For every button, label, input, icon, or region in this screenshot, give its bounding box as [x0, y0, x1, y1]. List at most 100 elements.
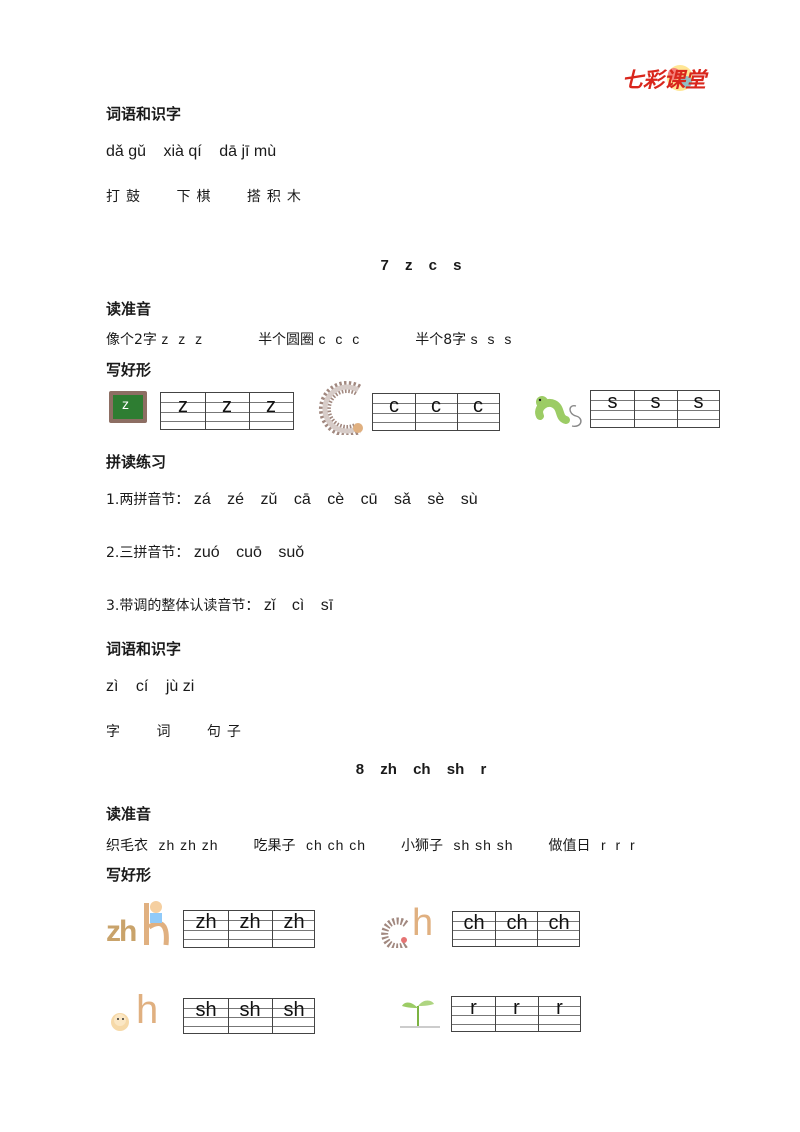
read-hanzi: 吃果子	[253, 838, 296, 854]
title-letter: z	[404, 257, 413, 274]
lesson-8-title: 8 zh ch sh r	[0, 761, 800, 778]
practice-line-1: 1.两拼音节： zá zé zǔ cā cè cū sǎ sè sù	[106, 489, 490, 509]
grid-letter: r	[513, 997, 520, 1019]
ch-illustration: h	[380, 900, 440, 951]
title-letter: zh	[380, 761, 397, 778]
read-line: 织毛衣 zh zh zh 吃果子 ch ch ch 小狮子 sh sh sh 做…	[106, 835, 638, 855]
read-pinyin: z z z	[161, 331, 206, 347]
pinyin-word: jù zi	[165, 678, 195, 695]
ch-illustration-letter: h	[412, 902, 434, 944]
lesson-number: 7	[380, 257, 389, 274]
grid-letter: zh	[283, 911, 305, 933]
practice-label: 2.三拼音节：	[106, 545, 190, 561]
four-line-grid: r r r	[451, 996, 581, 1032]
pinyin-row: dǎ gǔ xià qí dā jī mù	[106, 143, 289, 161]
section-heading-read: 读准音	[106, 300, 152, 318]
chalkboard-letter: z	[122, 396, 129, 412]
grid-letter: s	[650, 391, 661, 413]
grid-letter: ch	[548, 912, 570, 934]
pinyin-word: zì	[106, 678, 119, 695]
read-pinyin: ch ch ch	[305, 837, 367, 853]
hanzi-row: 字 词 句子	[106, 721, 267, 741]
four-line-grid: z z z	[160, 392, 294, 430]
four-line-grid: zh zh zh	[183, 910, 315, 948]
hanzi-word: 搭积木	[246, 189, 307, 205]
practice-label: 3.带调的整体认读音节：	[106, 598, 260, 614]
read-hanzi: 像个2字	[106, 332, 157, 348]
syllable: cū	[360, 491, 378, 508]
section-heading-practice: 拼读练习	[106, 453, 167, 471]
hedgehog-illustration	[318, 380, 368, 437]
hanzi-word: 句子	[206, 724, 247, 740]
section-heading-words: 词语和识字	[106, 105, 182, 123]
title-letter: c	[428, 257, 437, 274]
hanzi-word: 字	[106, 724, 126, 740]
syllable: zǐ	[263, 597, 276, 614]
syllable: zá	[193, 491, 211, 508]
read-hanzi: 半个圆圈	[258, 332, 315, 348]
grid-letter: z	[178, 395, 188, 417]
section-heading-words: 词语和识字	[106, 640, 182, 658]
title-letter: sh	[446, 761, 465, 778]
pinyin-word: dǎ gǔ	[106, 143, 147, 160]
sh-illustration-letter: h	[136, 988, 159, 1032]
grid-letter: zh	[239, 911, 261, 933]
logo-text: 七彩课堂	[622, 68, 706, 92]
section-heading-write: 写好形	[106, 866, 152, 884]
syllable: cā	[293, 491, 311, 508]
hanzi-word: 打鼓	[106, 189, 146, 205]
pinyin-word: cí	[135, 678, 149, 695]
syllable: sī	[320, 597, 334, 614]
title-letter: r	[480, 761, 487, 778]
grid-letter: c	[431, 395, 441, 417]
syllable: zuó	[193, 544, 220, 561]
chalkboard-illustration: z	[108, 390, 148, 424]
grid-letter: r	[556, 997, 563, 1019]
hanzi-row: 打鼓 下棋 搭积木	[106, 186, 327, 206]
zh-illustration-letters: zh	[106, 915, 137, 948]
sprout-illustration	[396, 994, 444, 1030]
four-line-grid: c c c	[372, 393, 500, 431]
read-line: 像个2字 z z z 半个圆圈 c c c 半个8字 s s s	[106, 329, 514, 349]
section-heading-read: 读准音	[106, 805, 152, 823]
read-hanzi: 半个8字	[415, 332, 467, 348]
four-line-grid: ch ch ch	[452, 911, 580, 947]
pinyin-row: zì cí jù zi	[106, 678, 207, 696]
pinyin-word: xià qí	[163, 143, 202, 160]
pinyin-word: dā jī mù	[219, 143, 277, 160]
syllable: zǔ	[260, 491, 278, 508]
grid-letter: r	[470, 997, 477, 1019]
brand-logo: 七彩课堂	[622, 58, 732, 98]
sh-illustration: h	[106, 988, 168, 1038]
hanzi-word: 下棋	[176, 189, 217, 205]
read-pinyin: sh sh sh	[453, 837, 514, 853]
read-pinyin: zh zh zh	[158, 837, 219, 853]
grid-letter: zh	[195, 911, 217, 933]
grid-letter: ch	[463, 912, 485, 934]
read-pinyin: r r r	[600, 837, 638, 853]
grid-letter: sh	[283, 999, 305, 1021]
practice-line-2: 2.三拼音节： zuó cuō suǒ	[106, 542, 316, 562]
read-pinyin: c c c	[318, 331, 363, 347]
section-heading-write: 写好形	[106, 361, 152, 379]
syllable: sè	[427, 491, 445, 508]
practice-label: 1.两拼音节：	[106, 492, 190, 508]
syllable: zé	[227, 491, 245, 508]
grid-letter: s	[693, 391, 704, 413]
lesson-number: 8	[355, 761, 365, 778]
four-line-grid: s s s	[590, 390, 720, 428]
read-hanzi: 小狮子	[401, 838, 443, 854]
grid-letter: s	[607, 391, 618, 413]
syllable: cuō	[236, 544, 262, 561]
read-hanzi: 织毛衣	[106, 838, 148, 854]
syllable: sù	[460, 491, 478, 508]
title-letter: ch	[413, 761, 431, 778]
worm-illustration	[532, 386, 584, 432]
grid-letter: c	[389, 395, 399, 417]
grid-letter: z	[222, 395, 232, 417]
read-pinyin: s s s	[470, 331, 515, 347]
lesson-7-title: 7 z c s	[0, 257, 800, 274]
grid-letter: c	[473, 395, 483, 417]
syllable: cè	[327, 491, 345, 508]
four-line-grid: sh sh sh	[183, 998, 315, 1034]
